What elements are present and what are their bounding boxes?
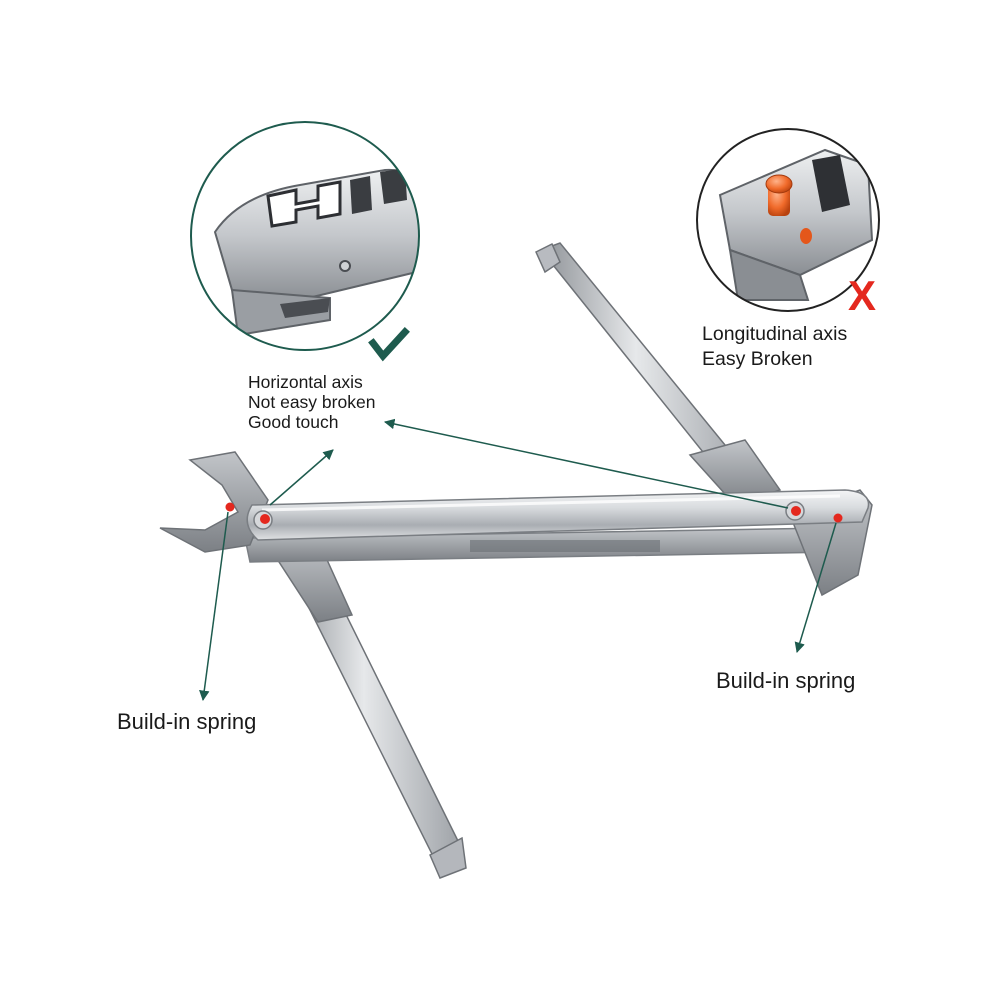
zoom-ring-bad [696, 128, 880, 312]
longitudinal-axis-caption: Longitudinal axis Easy Broken [702, 322, 847, 372]
x-mark-icon: X [848, 272, 876, 319]
check-icon [368, 327, 410, 362]
pivot-dot-right [791, 506, 801, 516]
caption-line: Easy Broken [702, 348, 813, 370]
horizontal-axis-caption: Horizontal axis Not easy broken Good tou… [248, 372, 375, 432]
spring-label-left: Build-in spring [117, 709, 257, 734]
zoom-longitudinal-axis: X [696, 128, 880, 319]
spring-label-right: Build-in spring [716, 668, 856, 693]
pointer-lines [199, 418, 837, 702]
spring-dot-left [225, 502, 235, 512]
zoom-horizontal-axis [190, 121, 420, 362]
caption-line: Good touch [248, 412, 339, 432]
spring-dot-right [833, 513, 843, 523]
lower-lever [268, 539, 467, 879]
upper-lever [535, 242, 782, 506]
caption-line: Horizontal axis [248, 372, 363, 392]
caption-line: Not easy broken [248, 392, 376, 412]
top-bar [246, 489, 870, 541]
left-jaw [159, 451, 269, 553]
caption-line: Longitudinal axis [702, 323, 848, 345]
zoom-ring-good [190, 121, 420, 351]
pivot-dot-left [260, 514, 270, 524]
